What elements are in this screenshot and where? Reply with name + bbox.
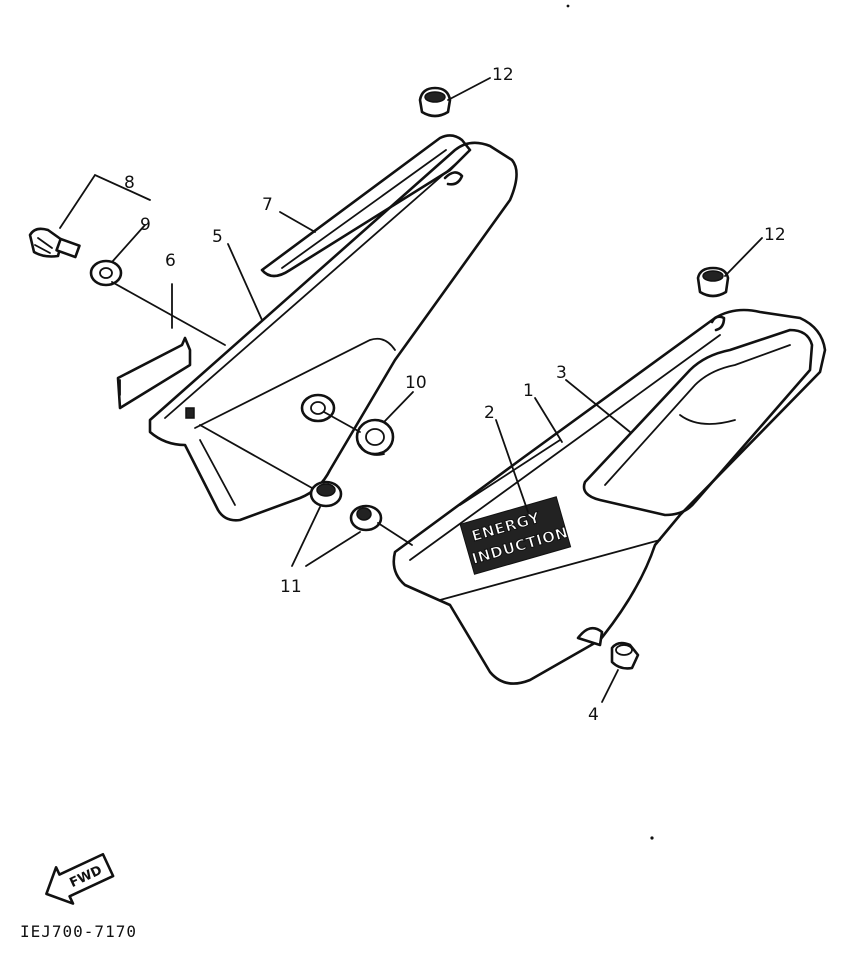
part-2-emblem: ENERGY INDUCTION (459, 496, 572, 575)
callout-1: 1 (523, 381, 534, 401)
part-8-screw (28, 227, 81, 259)
callout-labels: 12 12 8 9 7 5 6 10 1 3 2 11 4 (124, 65, 786, 725)
part-11-grommet-b (349, 504, 383, 532)
part-12-damper-top (418, 86, 452, 118)
callout-5: 5 (212, 227, 223, 247)
part-9-washer (89, 259, 123, 287)
part-6-label-sheet (116, 283, 192, 410)
part-5-left-side-cover (148, 141, 518, 522)
part-7-left-cover-trim (260, 134, 472, 278)
callout-8: 8 (124, 173, 135, 193)
callout-3: 3 (556, 363, 567, 383)
callout-4: 4 (588, 705, 599, 725)
part-11-grommet-a (309, 480, 343, 508)
callout-12-right: 12 (764, 225, 786, 245)
diagram-code: IEJ700-7170 (20, 922, 137, 941)
part-4-bolt (610, 641, 640, 670)
callout-10: 10 (405, 373, 427, 393)
fwd-arrow-icon: FWD (45, 852, 115, 905)
part-3-right-window-trim (582, 328, 814, 517)
callout-2: 2 (484, 403, 495, 423)
leader-lines (111, 77, 763, 703)
part-1-right-side-cover (392, 308, 827, 685)
callout-11: 11 (280, 577, 302, 597)
part-10-grommet (355, 418, 395, 456)
part-12-damper-right (696, 266, 730, 298)
callout-6: 6 (165, 251, 176, 271)
callout-9: 9 (140, 215, 151, 235)
callout-7: 7 (262, 195, 273, 215)
callout-12-top: 12 (492, 65, 514, 85)
